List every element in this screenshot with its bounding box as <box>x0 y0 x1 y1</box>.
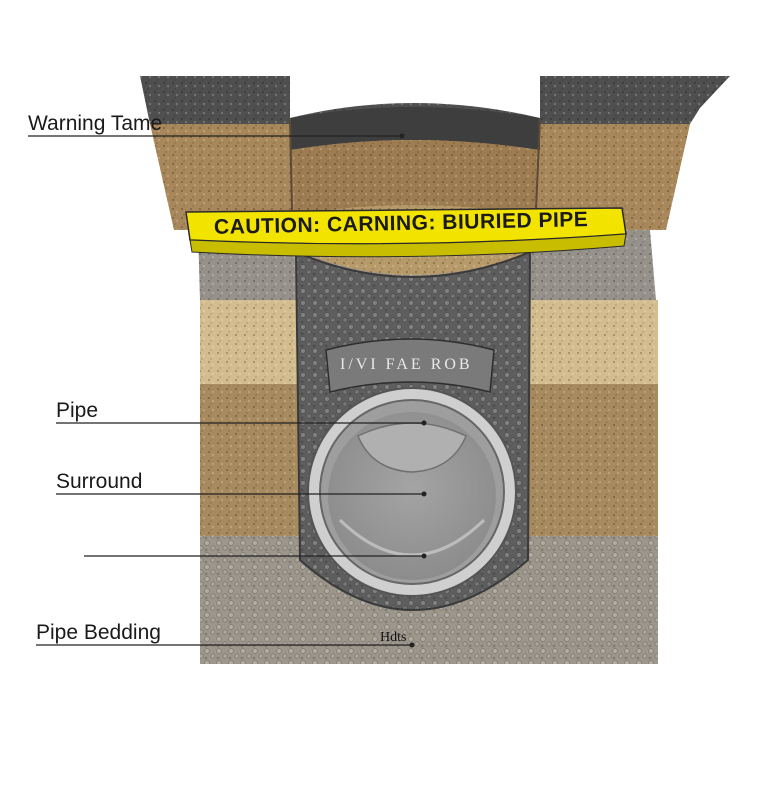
surround-label: Surround <box>56 470 143 493</box>
pipe <box>307 387 517 597</box>
pipe-bedding-label: Pipe Bedding <box>36 621 161 644</box>
pipe-marking-text: I/VI FAE ROB <box>340 356 473 373</box>
pipe-label: Pipe <box>56 399 99 422</box>
bedding-marking-text: Hdts <box>380 630 407 645</box>
trench-cap <box>290 107 540 150</box>
warning-tape-label: Warning Tame <box>28 112 163 135</box>
